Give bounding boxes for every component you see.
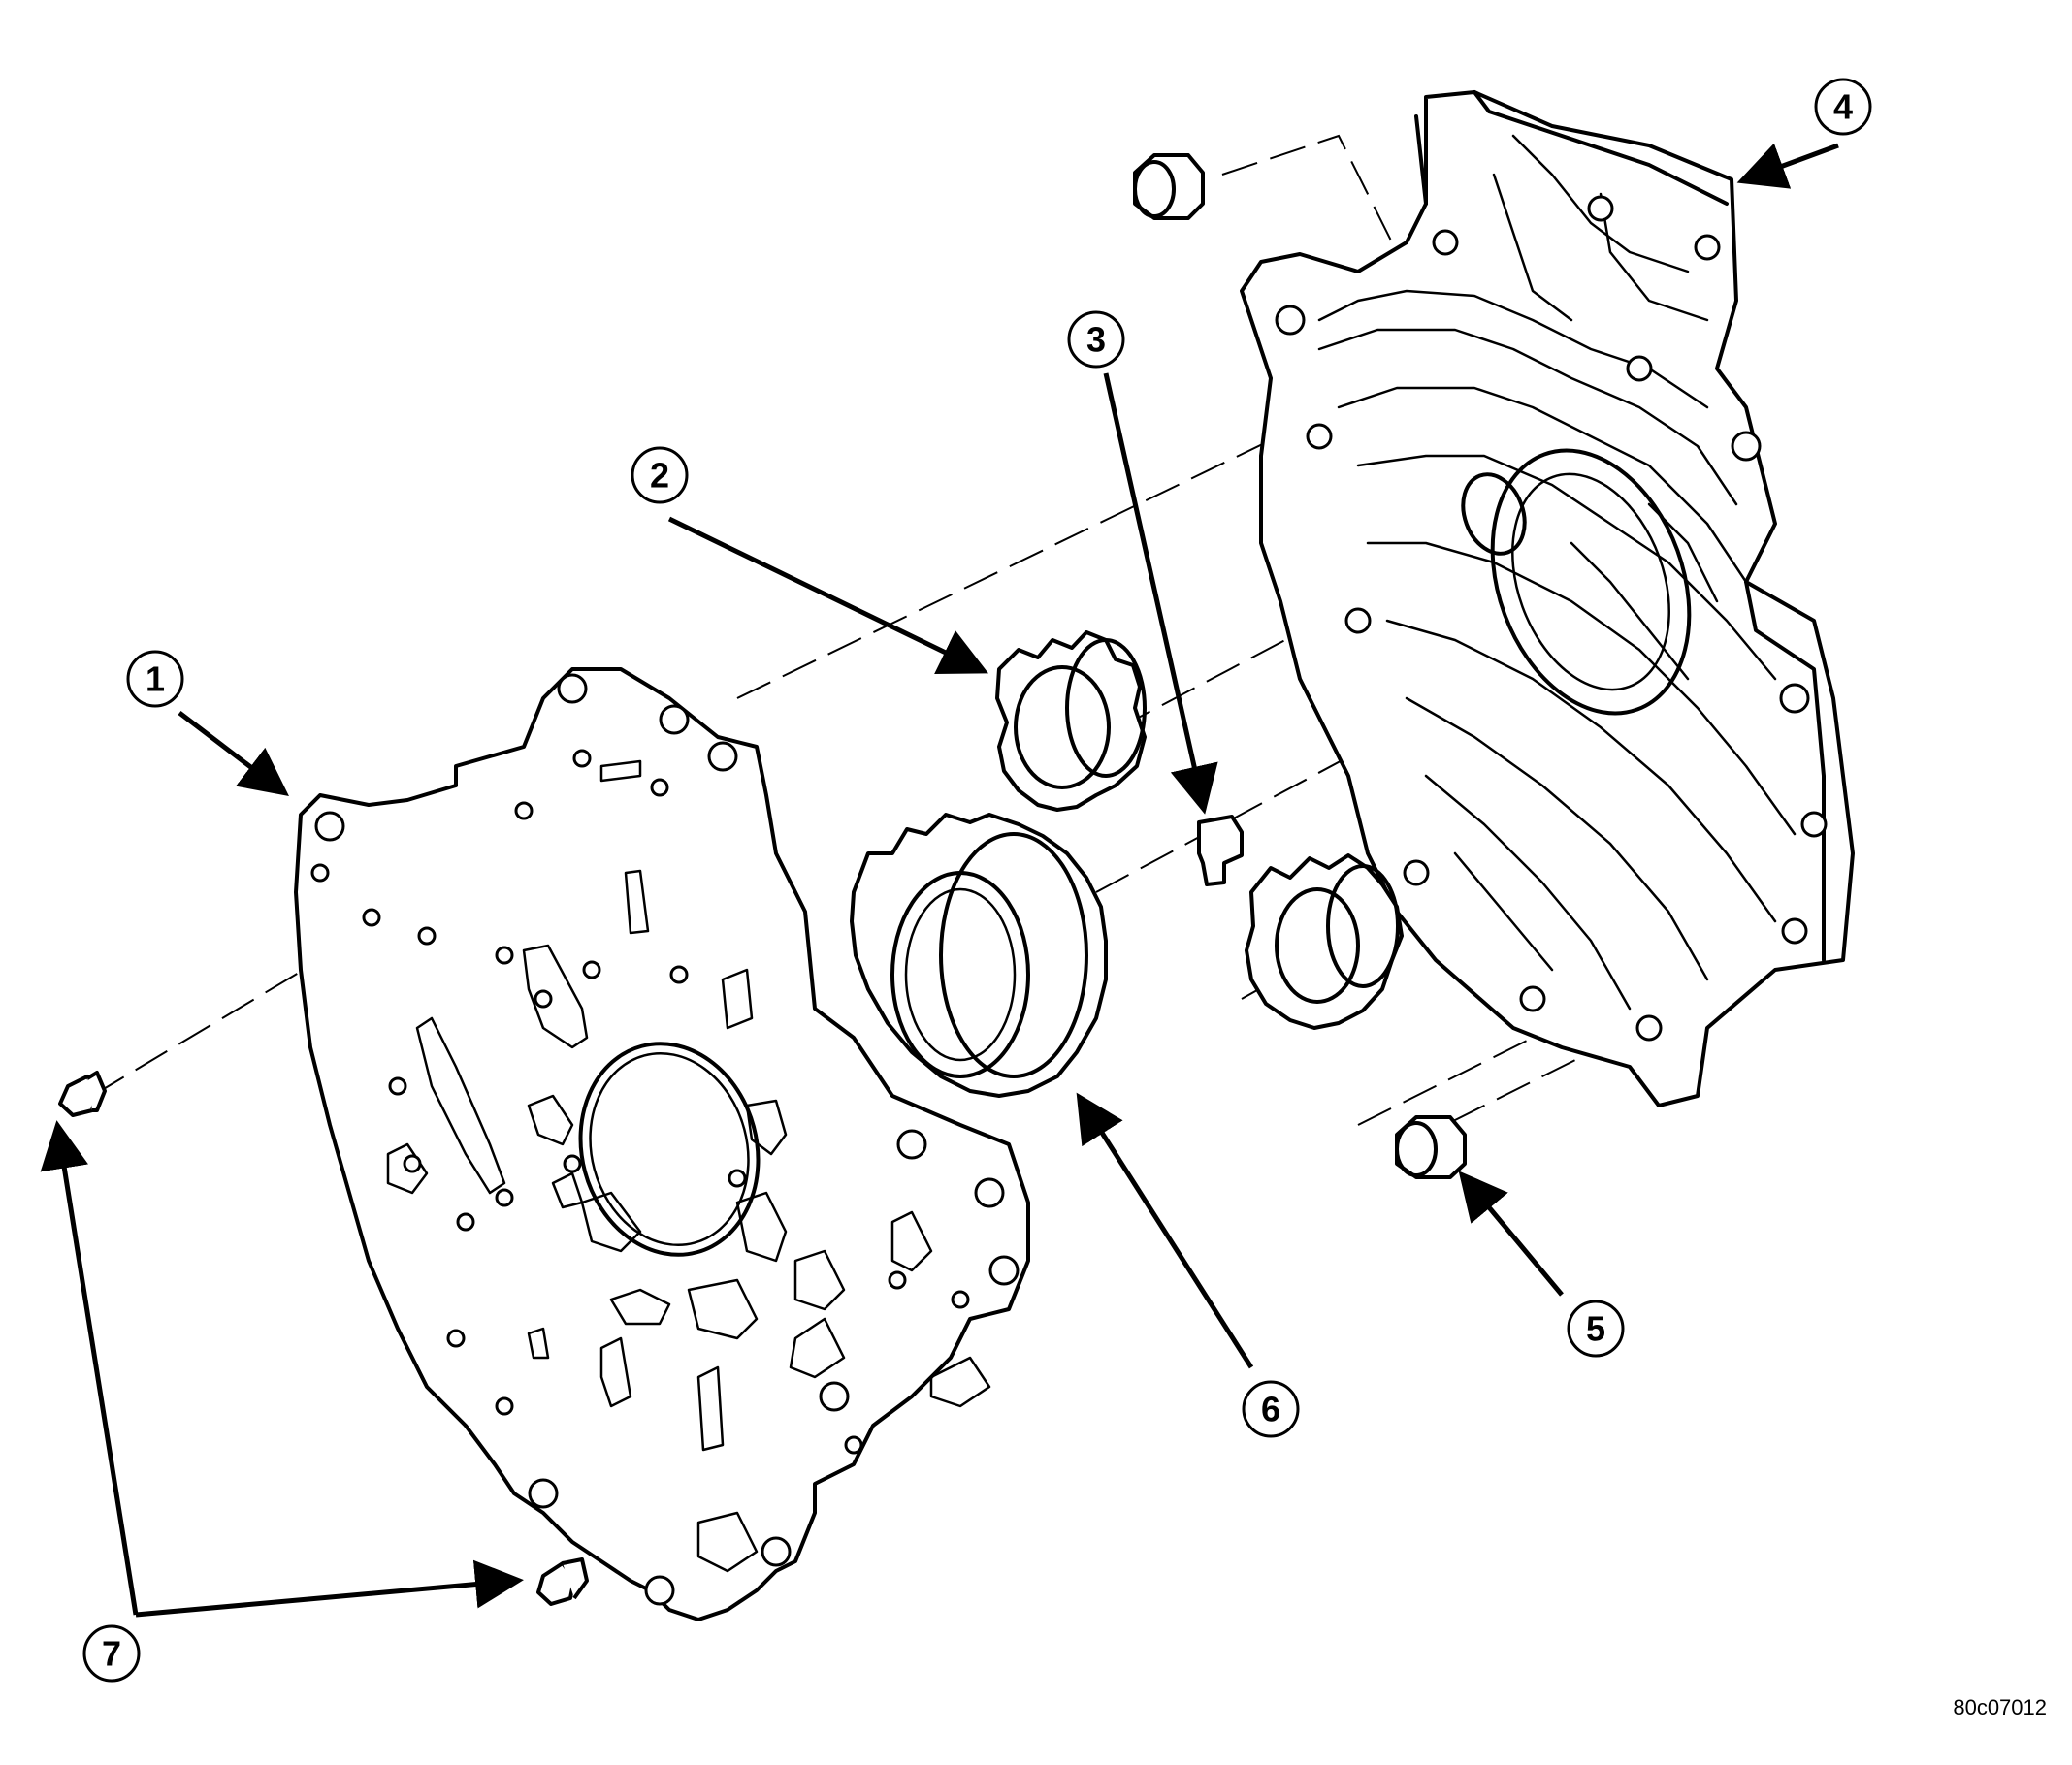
callout-6: 6 — [1242, 1380, 1300, 1438]
ring-gear — [850, 813, 1108, 1098]
callout-1-label: 1 — [146, 659, 165, 699]
callout-3: 3 — [1067, 310, 1125, 369]
lower-gear — [1245, 853, 1404, 1030]
leader-7b — [135, 1559, 524, 1618]
callout-4: 4 — [1814, 78, 1872, 136]
callout-5-label: 5 — [1586, 1309, 1605, 1349]
separator-plate — [294, 667, 1030, 1621]
callout-6-label: 6 — [1261, 1390, 1280, 1429]
figure-reference-code: 80c07012 — [1953, 1695, 2047, 1719]
leader-3 — [1103, 372, 1218, 815]
leader-1 — [178, 711, 289, 797]
pump-housing — [1240, 90, 1855, 1107]
screw-left — [58, 1071, 107, 1117]
leader-7a — [40, 1120, 139, 1616]
callout-2-label: 2 — [650, 456, 669, 496]
callout-3-label: 3 — [1086, 320, 1106, 360]
callout-5: 5 — [1567, 1300, 1625, 1358]
callout-4-label: 4 — [1833, 87, 1853, 127]
top-dowel — [1133, 153, 1205, 220]
upper-gear — [995, 630, 1147, 812]
leader-4 — [1736, 143, 1839, 189]
leader-2 — [667, 516, 988, 675]
leader-lines — [40, 143, 1839, 1618]
drive-key — [1197, 815, 1244, 886]
leader-6 — [1076, 1092, 1254, 1369]
callout-1: 1 — [126, 650, 184, 708]
dowel-pin — [1395, 1115, 1467, 1179]
callout-2: 2 — [631, 446, 689, 504]
leader-5 — [1458, 1171, 1564, 1297]
callout-7: 7 — [82, 1624, 141, 1683]
callout-7-label: 7 — [102, 1634, 121, 1674]
screw-lower — [536, 1557, 589, 1606]
